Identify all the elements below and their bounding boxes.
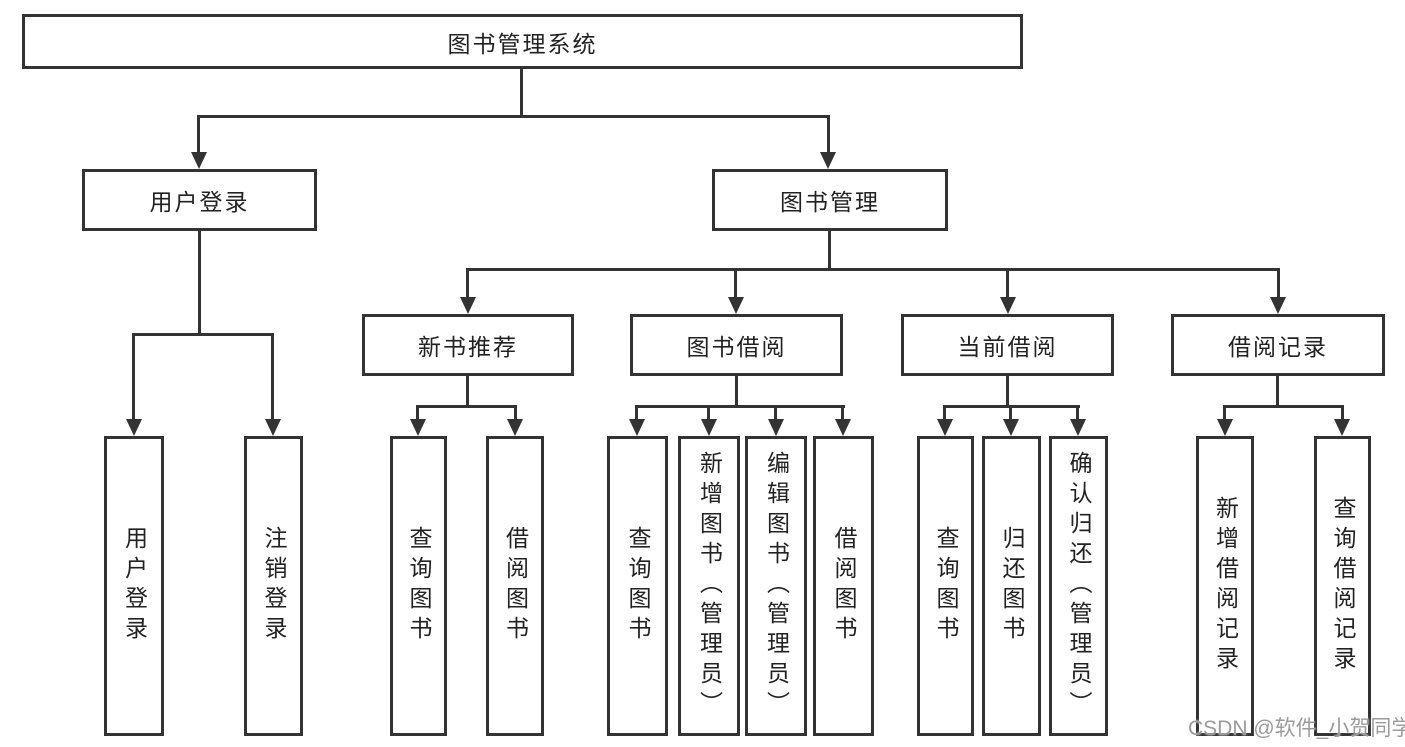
leaf-edit-book-admin: 编辑图书（管理员） [745,436,807,736]
connector-line [734,268,737,299]
arrowhead-icon [507,419,523,436]
leaf-query-books-current: 查询图书 [917,436,974,736]
connector-line [416,405,419,421]
leaf-label: 查询图书 [406,526,432,646]
node-label: 图书管理系统 [447,30,598,57]
node-user-login: 用户登录 [82,169,317,231]
arrowhead-icon [191,152,207,169]
connector-line [635,405,638,421]
connector-line [132,333,274,336]
arrowhead-icon [460,297,476,314]
arrowhead-icon [629,419,645,436]
leaf-label: 查询图书 [933,526,959,646]
connector-line [774,405,777,421]
connector-line [466,376,469,408]
leaf-label: 查询图书 [625,526,651,646]
leaf-label: 查询借阅记录 [1330,496,1356,676]
leaf-query-books-borrow: 查询图书 [607,436,668,736]
connector-line [1076,405,1079,421]
leaf-user-login: 用户登录 [104,436,164,736]
connector-line [1223,405,1344,408]
connector-line [943,405,946,421]
leaf-label: 新增借阅记录 [1212,496,1239,676]
connector-line [197,115,200,153]
connector-line [1276,376,1279,408]
node-label: 图书借阅 [686,334,787,360]
connector-line [416,405,517,408]
connector-line [520,69,523,118]
connector-line [1009,405,1012,421]
connector-line [735,376,738,407]
leaf-label: 新增图书（管理员） [696,451,723,721]
arrowhead-icon [1334,419,1350,436]
connector-line [466,268,469,299]
arrowhead-icon [126,419,142,436]
leaf-logout: 注销登录 [244,436,303,736]
leaf-query-borrow-record: 查询借阅记录 [1314,436,1371,736]
connector-line [635,405,845,408]
leaf-label: 编辑图书（管理员） [763,451,790,721]
node-label: 用户登录 [149,189,250,215]
arrowhead-icon [1000,297,1016,314]
arrowhead-icon [265,419,281,436]
node-library-management-system: 图书管理系统 [22,14,1023,69]
arrowhead-icon [1217,419,1233,436]
leaf-label: 确认归还（管理员） [1066,451,1092,721]
connector-line [466,268,1280,271]
arrowhead-icon [410,419,426,436]
connector-line [271,333,274,420]
node-new-book-recommendation: 新书推荐 [362,314,574,376]
leaf-label: 归还图书 [999,526,1025,646]
leaf-add-book-admin: 新增图书（管理员） [678,436,740,736]
arrowhead-icon [820,152,836,169]
leaf-query-books-recommend: 查询图书 [390,436,447,736]
node-borrowing-records: 借阅记录 [1171,314,1385,376]
node-current-borrowing: 当前借阅 [901,314,1114,376]
connector-line [198,231,201,336]
node-label: 当前借阅 [957,334,1058,360]
connector-line [197,115,830,118]
arrowhead-icon [937,419,953,436]
leaf-label: 用户登录 [121,526,148,646]
watermark-text: CSDN @软件_小贺同学 [1188,717,1405,740]
arrowhead-icon [701,419,717,436]
connector-line [1006,376,1009,407]
connector-line [1341,405,1344,421]
arrowhead-icon [728,297,744,314]
arrowhead-icon [768,419,784,436]
leaf-label: 注销登录 [261,526,287,646]
arrowhead-icon [1003,419,1019,436]
arrowhead-icon [1270,297,1286,314]
leaf-borrow-books-recommend: 借阅图书 [486,436,544,736]
node-book-borrowing: 图书借阅 [630,314,843,376]
leaf-label: 借阅图书 [831,526,857,646]
connector-line [1006,268,1009,299]
arrowhead-icon [1070,419,1086,436]
connector-line [841,405,844,421]
leaf-return-books: 归还图书 [982,436,1041,736]
leaf-confirm-return-admin: 确认归还（管理员） [1049,436,1108,736]
leaf-borrow-books: 借阅图书 [813,436,874,736]
node-label: 新书推荐 [418,334,518,360]
leaf-add-borrow-record: 新增借阅记录 [1196,436,1254,736]
arrowhead-icon [835,419,851,436]
connector-line [828,231,831,271]
connector-line [1277,268,1280,299]
node-label: 图书管理 [780,189,880,215]
node-book-management: 图书管理 [712,169,948,231]
connector-line [1223,405,1226,421]
connector-line [707,405,710,421]
connector-line [132,333,135,420]
leaf-label: 借阅图书 [502,526,529,646]
node-label: 借阅记录 [1228,334,1328,360]
connector-line [827,115,830,153]
connector-line [514,405,517,421]
